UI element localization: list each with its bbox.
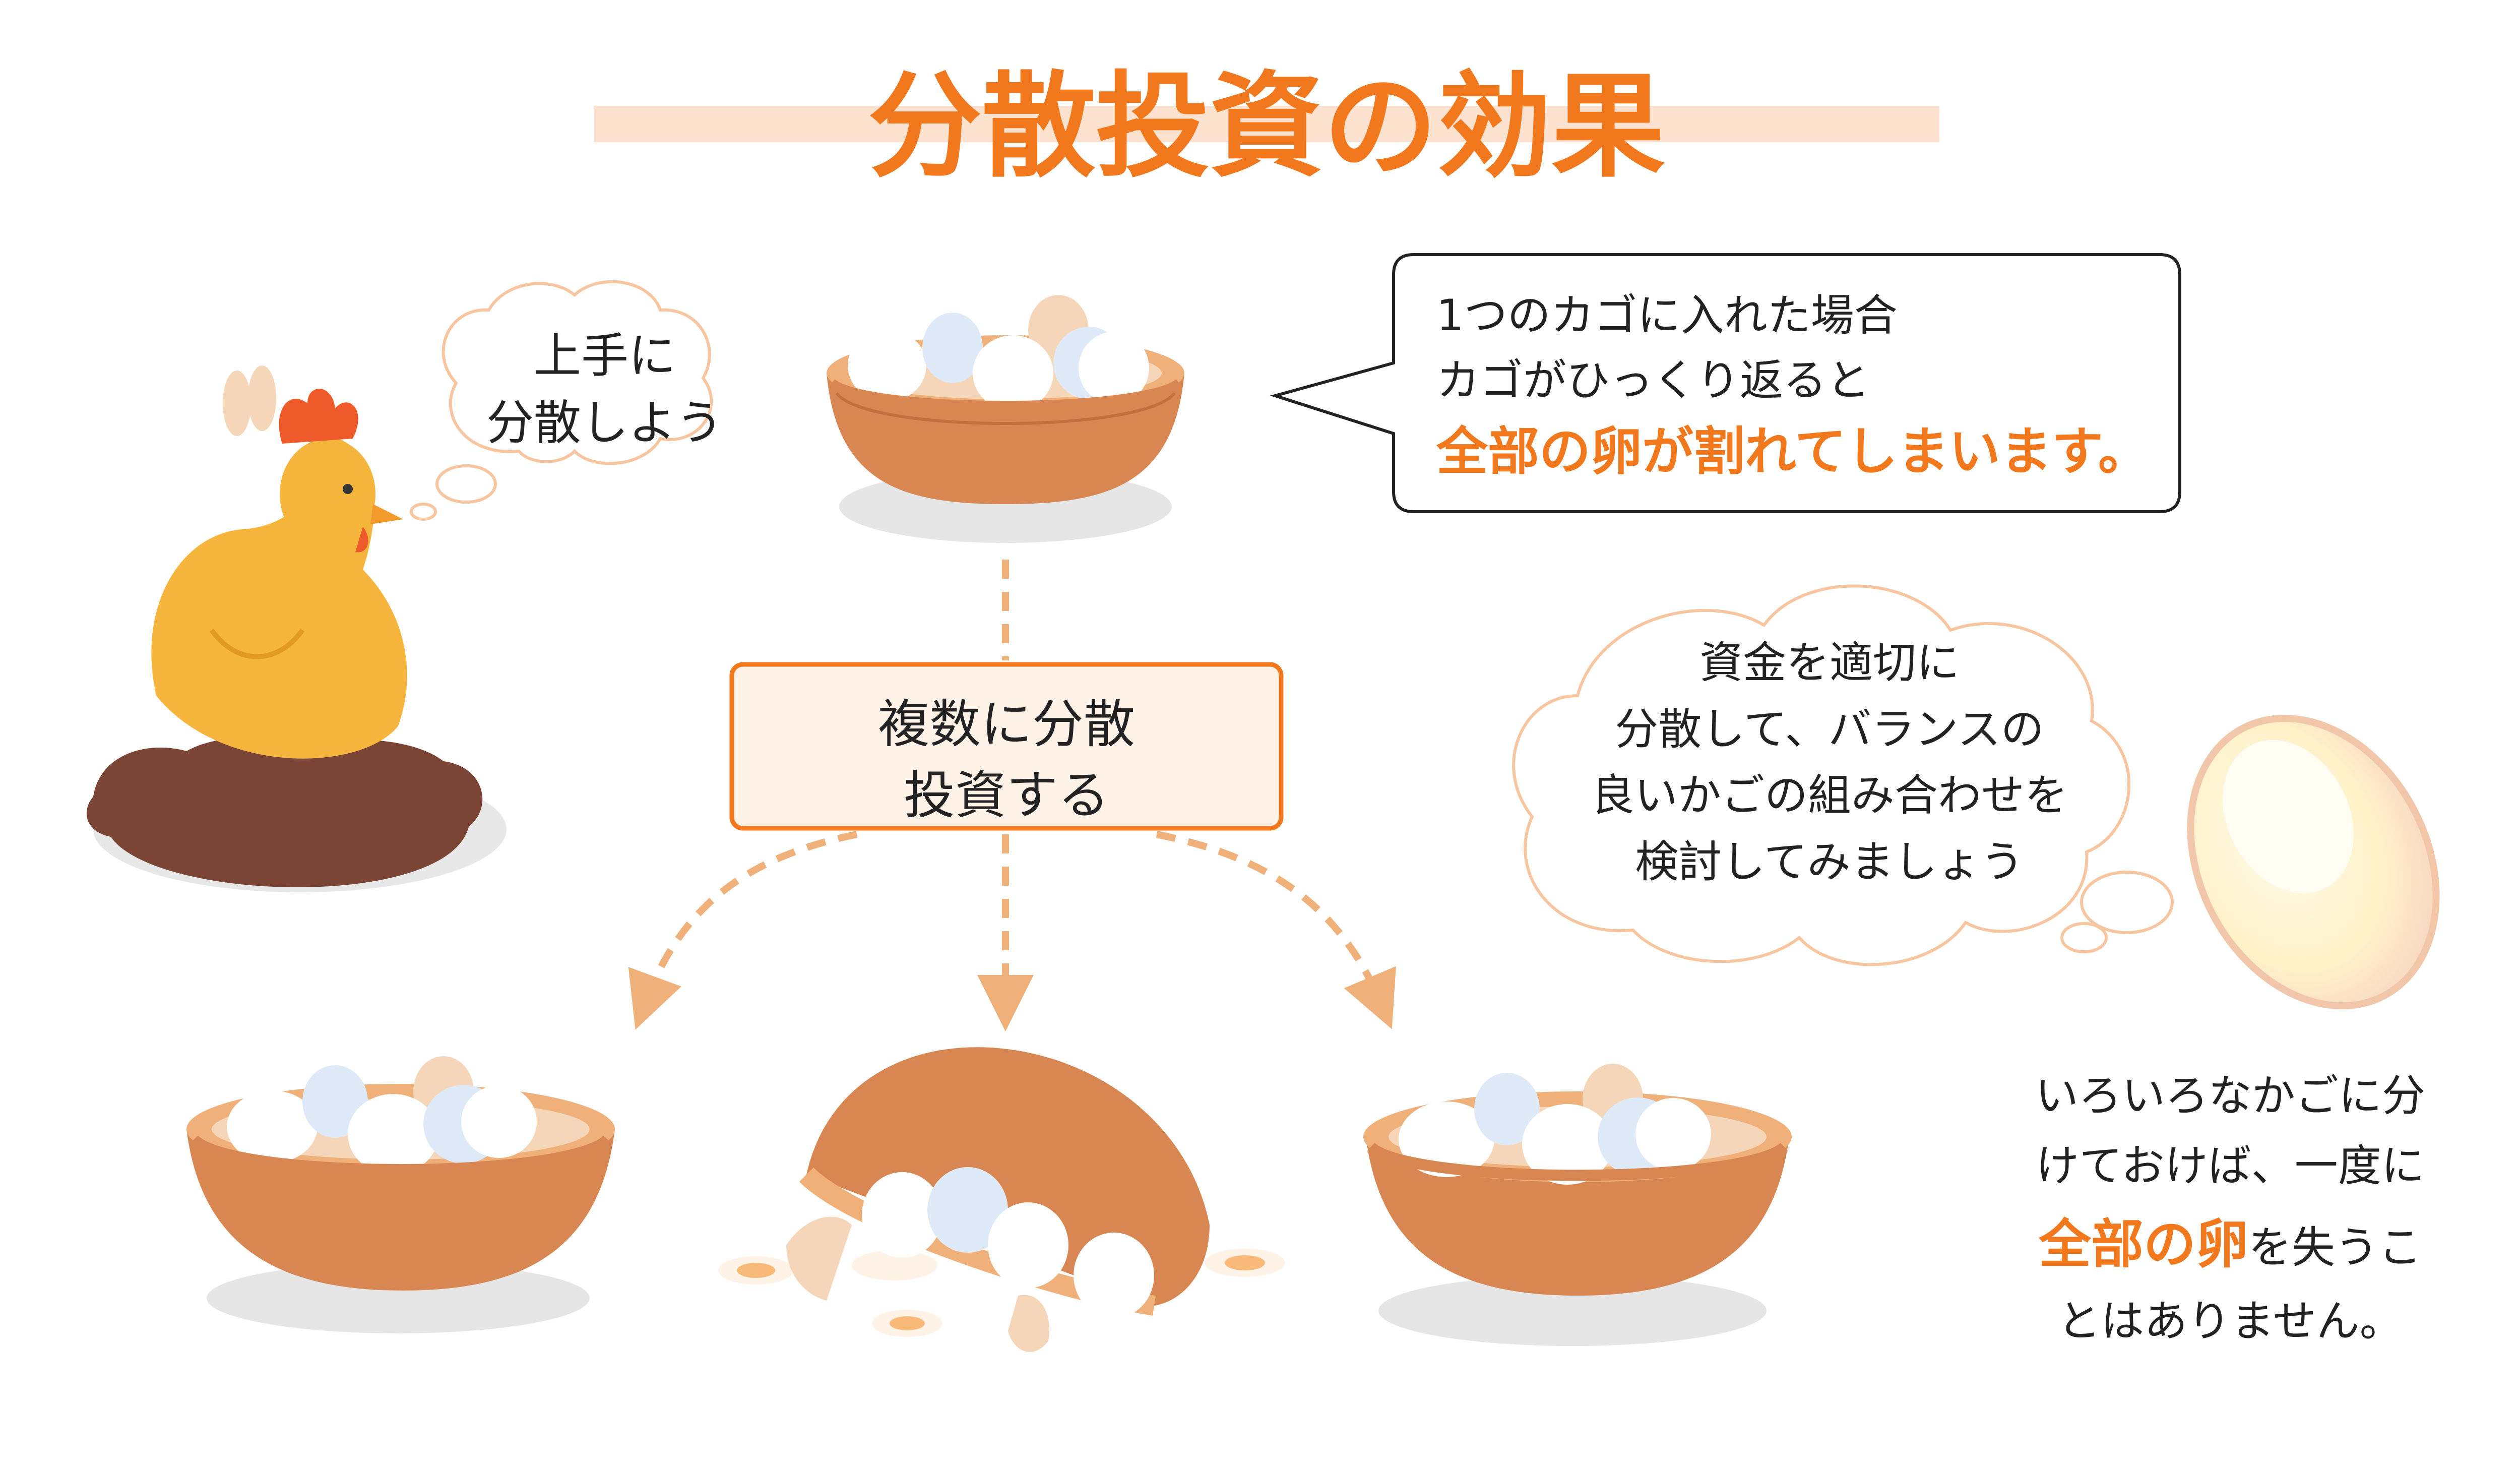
- arrow-right: [1156, 831, 1396, 1029]
- thought-hen-line-2: 分散しよう: [486, 396, 723, 451]
- thought-advice-text: 資金を適切に 分散して、バランスの 良いかごの組み合わせを 検討してみましょう: [1527, 630, 2132, 895]
- note-line-2: けておけば、一度に: [2036, 1141, 2425, 1192]
- advice-line-3: 良いかごの組み合わせを: [1591, 770, 2068, 821]
- strategy-box-frame: [729, 662, 1284, 831]
- hen-on-nest: [86, 365, 507, 892]
- note-line-1: いろいろなかごに分: [2035, 1071, 2425, 1121]
- arrows: [628, 831, 1396, 1031]
- strategy-line-1: 複数に分散: [878, 695, 1135, 755]
- speech-line-2: カゴがひっくり返ると: [1436, 355, 1870, 406]
- speech-line-3-highlight: 全部の卵が割れてしまいます。: [1436, 422, 2150, 482]
- note-line-3-highlight: 全部の卵: [2038, 1213, 2248, 1275]
- advice-line-1: 資金を適切に: [1699, 638, 1960, 688]
- note-line-3-rest: を失うこ: [2248, 1222, 2422, 1273]
- speech-line-1: 1つのカゴに入れた場合: [1436, 290, 1898, 341]
- bottom-note: いろいろなかごに分 けておけば、一度に 全部の卵を失うこ とはありません。: [1956, 1061, 2505, 1357]
- advice-line-4: 検討してみましょう: [1635, 836, 2024, 887]
- advice-line-2: 分散して、バランスの: [1615, 704, 2044, 755]
- big-egg: [2187, 714, 2440, 1010]
- basket-left: [186, 1056, 615, 1333]
- arrow-left: [628, 831, 858, 1030]
- strategy-box-text: 複数に分散 投資する: [732, 690, 1281, 832]
- single-basket: [827, 295, 1184, 543]
- speech-single-basket-text: 1つのカゴに入れた場合 カゴがひっくり返ると 全部の卵が割れてしまいます。: [1436, 283, 2192, 491]
- basket-right: [1363, 1064, 1792, 1346]
- thought-bubble-hen: [410, 280, 713, 521]
- note-line-4: とはありません。: [2057, 1296, 2403, 1347]
- thought-hen-line-1: 上手に: [533, 329, 676, 384]
- page-title: 分散投資の効果: [867, 60, 1665, 193]
- thought-hen-text: 上手に 分散しよう: [449, 323, 761, 457]
- note-line-3: 全部の卵を失うこ: [1956, 1202, 2505, 1287]
- speech-bubble-single-basket: [1270, 253, 2181, 513]
- basket-overturned: [718, 1047, 1285, 1352]
- title-band: [594, 106, 1939, 142]
- thought-bubble-advice: [1512, 584, 2174, 966]
- strategy-line-2: 投資する: [904, 765, 1109, 826]
